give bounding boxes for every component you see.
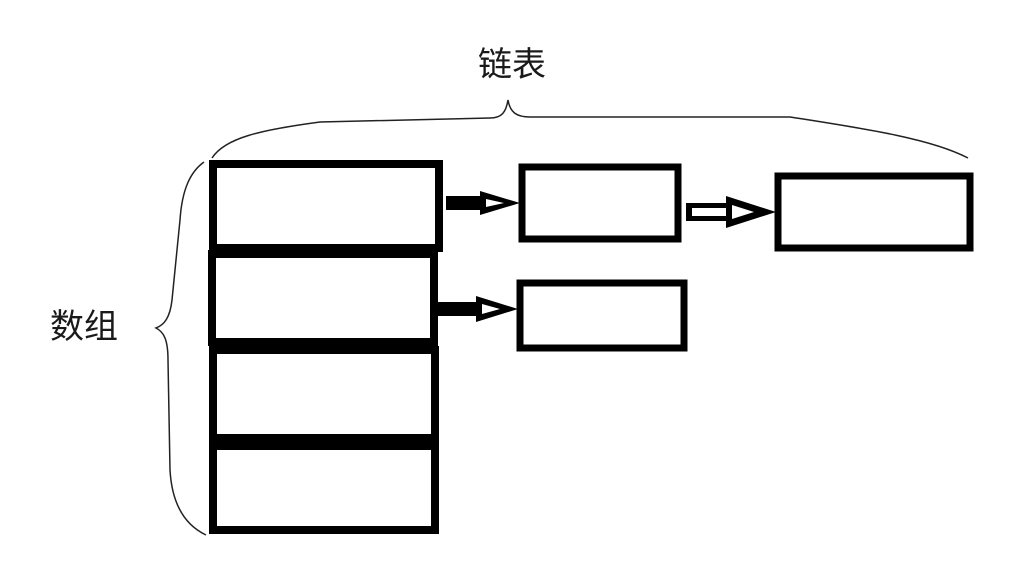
array-cell-4 bbox=[209, 442, 439, 534]
arrow-cell2-to-node3 bbox=[436, 296, 518, 322]
arrow-node1-to-node2 bbox=[686, 196, 776, 228]
list-node-3 bbox=[516, 279, 688, 352]
array-cell-3 bbox=[209, 346, 439, 442]
array-cell-1 bbox=[209, 160, 443, 252]
array-brace bbox=[154, 161, 207, 536]
array-cell-2 bbox=[208, 250, 438, 346]
list-node-2 bbox=[774, 172, 974, 252]
array-label: 数组 bbox=[50, 307, 118, 347]
arrow-cell1-to-node1 bbox=[446, 191, 520, 215]
list-node-1 bbox=[518, 163, 682, 243]
linked-list-label: 链表 bbox=[478, 45, 546, 85]
linked-list-brace bbox=[211, 99, 969, 159]
